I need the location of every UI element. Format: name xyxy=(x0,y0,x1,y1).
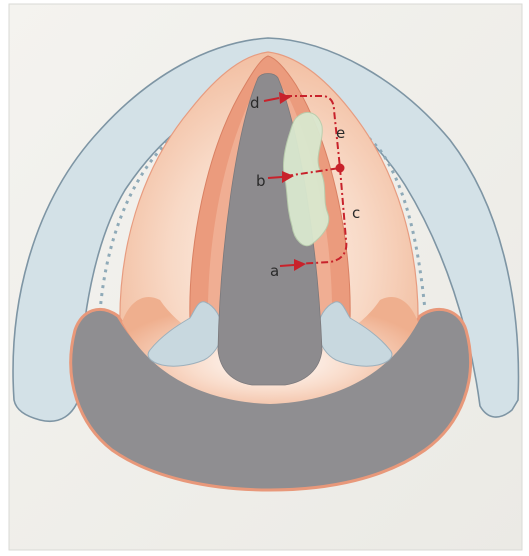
label-c: c xyxy=(352,204,360,222)
label-d: d xyxy=(250,94,260,112)
label-e: e xyxy=(336,124,345,142)
label-a: a xyxy=(270,262,279,280)
bracket-midpoint-dot xyxy=(336,164,345,173)
label-b: b xyxy=(256,172,266,190)
